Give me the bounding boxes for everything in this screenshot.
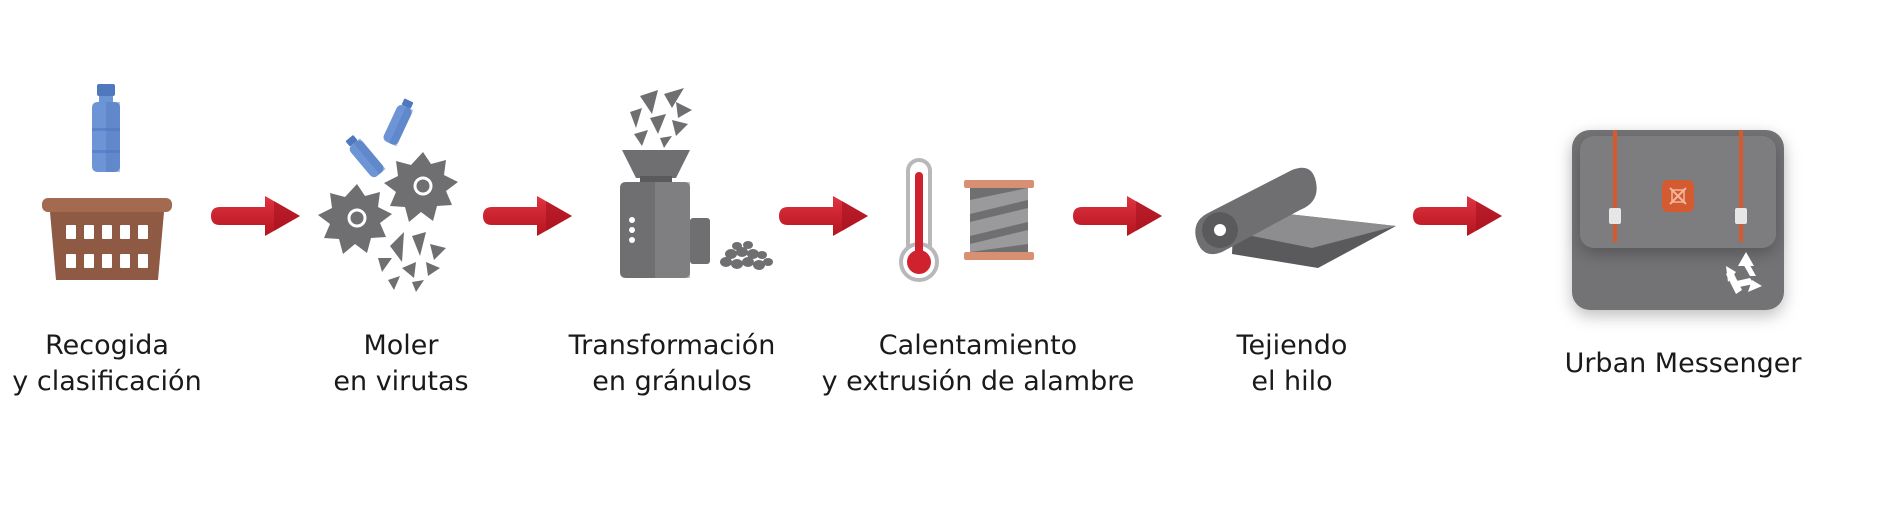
blade-icon xyxy=(384,152,458,222)
arrow-right-icon xyxy=(779,196,868,236)
arrow-right-icon xyxy=(211,196,300,236)
bottle-icon xyxy=(345,135,386,178)
thermometer-icon xyxy=(899,158,939,282)
messenger-bag-icon xyxy=(1572,130,1784,310)
bottle-icon xyxy=(92,84,120,172)
step-label-heating-extrusion: Calentamiento y extrusión de alambre xyxy=(821,330,1135,397)
arrow-right-icon xyxy=(1413,196,1502,236)
chips-icon xyxy=(378,232,446,292)
thermometer-spool-icon xyxy=(899,158,1034,282)
step-label-weaving: Tejiendo el hilo xyxy=(1236,330,1348,397)
spool-icon xyxy=(964,180,1034,260)
grinder-blades-icon xyxy=(318,98,458,292)
brand-logo-icon xyxy=(1662,180,1694,212)
chips-icon xyxy=(630,88,692,148)
fabric-roll-icon xyxy=(1195,167,1396,268)
bottle-icon xyxy=(383,98,414,147)
arrow-right-icon xyxy=(1073,196,1162,236)
granulator-machine-icon xyxy=(620,88,773,278)
granules-icon xyxy=(720,241,773,270)
arrow-right-icon xyxy=(483,196,572,236)
final-product-label: Urban Messenger xyxy=(1564,348,1802,379)
blade-icon xyxy=(318,184,392,254)
basket-bottle-icon xyxy=(42,84,172,280)
basket-icon xyxy=(42,198,172,280)
recycle-icon xyxy=(1726,252,1762,294)
step-label-collection: Recogida y clasificación xyxy=(12,330,202,397)
step-label-granulation: Transformación en gránulos xyxy=(568,330,776,397)
step-label-grinding: Moler en virutas xyxy=(333,330,469,397)
